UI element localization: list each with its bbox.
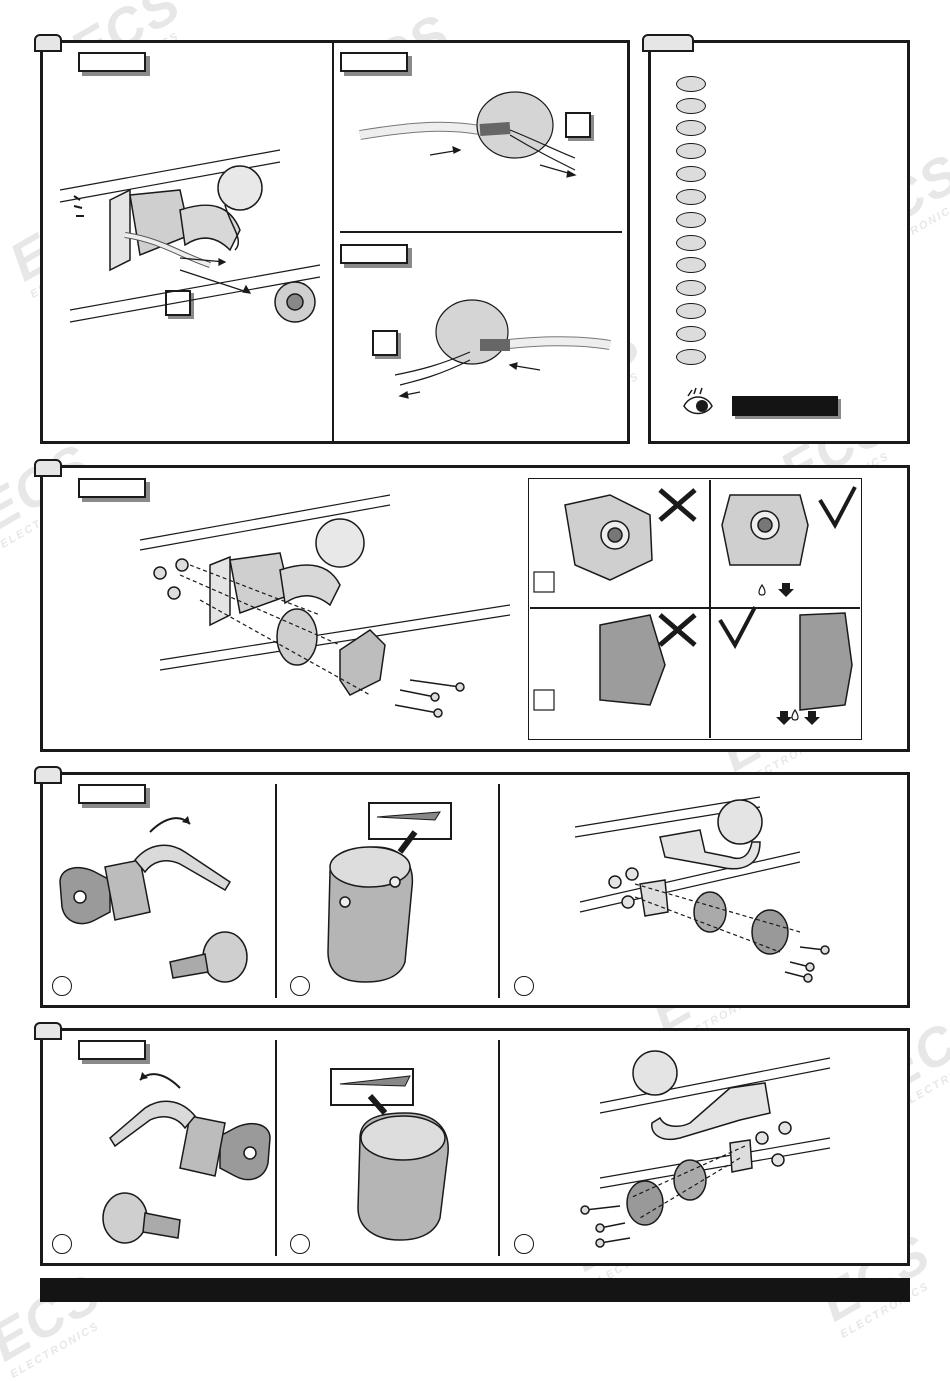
panel-divider [498,1040,500,1256]
orientation-grid [528,478,862,740]
wire-color-oval [676,166,706,182]
callout-square [372,330,398,356]
step-tag [34,34,62,52]
sub-step-circle [290,976,310,996]
sub-step-circle [290,1234,310,1254]
wire-color-oval [676,257,706,273]
step-label-box [340,244,408,264]
grid-divider [709,480,711,738]
footer-bar [40,1278,910,1302]
panel-divider [340,231,622,233]
wire-color-oval [676,212,706,228]
sub-step-circle [52,976,72,996]
socket-variant-a-illustration [59,796,830,983]
panel-divider [498,784,500,998]
wire-color-oval [676,98,706,114]
arrow-icon [776,583,820,725]
cross-mark-icon [658,488,697,647]
sub-step-circle [514,976,534,996]
wire-color-oval [676,189,706,205]
sub-step-circle [52,1234,72,1254]
wire-color-oval [676,303,706,319]
warning-black-bar [732,396,838,416]
step-label-box [78,1040,146,1060]
eye-icon [683,387,713,415]
wire-color-oval [676,349,706,365]
socket-mounting-illustration [139,486,857,725]
sub-step-circle [514,1234,534,1254]
wire-color-oval [676,280,706,296]
step-tag [34,459,62,477]
water-drop-icon [758,583,799,721]
wire-color-oval [676,76,706,92]
step-tag [34,1022,62,1040]
step-label-box [78,52,146,72]
panel-divider [275,1040,277,1256]
grid-divider [530,607,860,609]
check-mark-icon [718,486,857,650]
panel-divider [332,43,334,441]
panel-divider [275,784,277,998]
step-tag [642,34,694,52]
wire-color-oval [676,143,706,159]
step-label-box [78,784,146,804]
wire-color-oval [676,120,706,136]
socket-variant-b-illustration [102,1050,831,1248]
step-label-box [340,52,408,72]
step-tag [34,766,62,784]
towbar-cable-illustration [59,91,611,399]
step-label-box [78,478,146,498]
wire-color-oval [676,235,706,251]
wire-color-oval [676,326,706,342]
callout-square [565,112,591,138]
